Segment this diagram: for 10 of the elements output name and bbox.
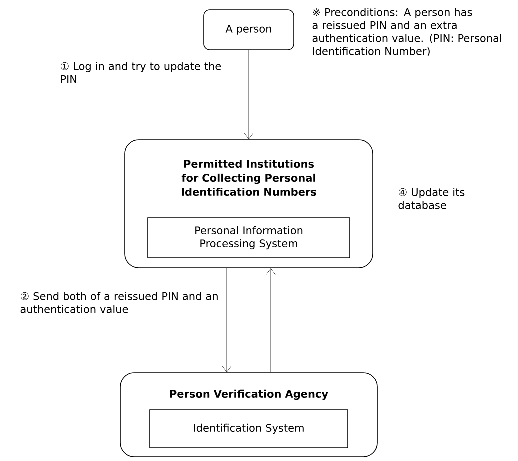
system-box: Identification System bbox=[150, 410, 348, 448]
arrow bbox=[222, 268, 232, 372]
arrow bbox=[266, 268, 276, 373]
edge-label: ① Log in and try to update the PIN bbox=[61, 62, 222, 84]
note-text: ④ Update its database bbox=[398, 188, 465, 210]
edge-label: ② Send both of a reissued PIN and an authentication value bbox=[20, 292, 218, 314]
person-box: A person bbox=[204, 10, 294, 50]
note-text: ※ Preconditions: A person has a reissued PIN and an extra authentication value. (PIN: Personal Identification Number) bbox=[312, 8, 502, 57]
system-box: Personal Information Processing System bbox=[148, 218, 350, 258]
arrow bbox=[244, 50, 254, 140]
